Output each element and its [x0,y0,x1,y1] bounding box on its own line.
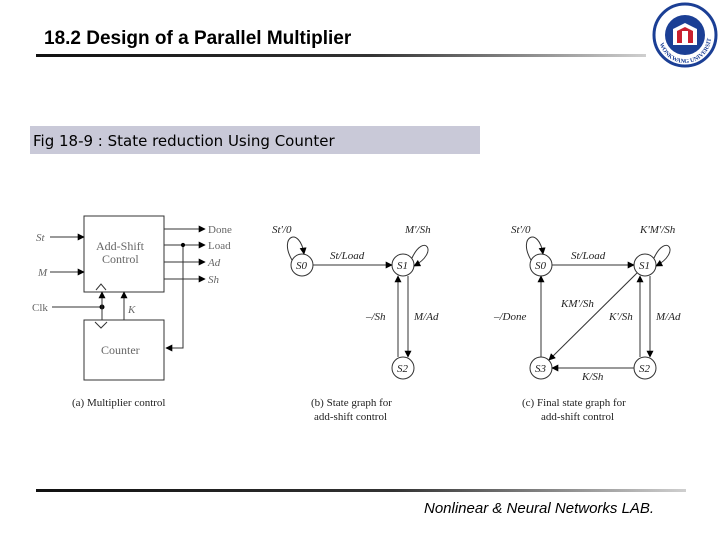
done-label: Done [208,224,232,236]
c-s2-s3-label: K/Sh [581,371,604,383]
b-s0-s1-label: St/Load [330,250,365,262]
footer-lab-name: Nonlinear & Neural Networks LAB. [424,500,655,517]
b-s1-s2-label: M/Ad [413,311,439,323]
b-self-loop-s1 [411,245,429,267]
sh-label: Sh [208,274,220,286]
footer-divider [36,489,686,492]
feedback-to-counter [165,245,184,352]
panel-c-final-state-graph [525,236,671,380]
b-state-s2 [391,356,415,380]
counter-clock-triangle [94,321,108,329]
title-divider [36,54,646,57]
ad-label: Ad [207,257,221,269]
c-s1-label: S1 [639,260,650,272]
control-clock-triangle [95,283,107,291]
c-self-s0-label: St'/0 [511,224,531,236]
c-s1-s2-label: M/Ad [655,311,681,323]
b-s0-label: S0 [296,260,308,272]
panel-b-state-graph [286,236,429,380]
b-self-s0-label: St'/0 [272,224,292,236]
figure-caption: Fig 18-9 : State reduction Using Counter [30,126,480,154]
panel-a-labels: Add-Shift Control Counter St M Clk K Don… [32,224,232,409]
counter-label: Counter [101,343,140,357]
b-self-s1-label: M'/Sh [404,224,431,236]
b-caption-1: (b) State graph for [311,397,392,409]
panel-b-labels: S0 S1 S2 St'/0 M'/Sh St/Load –/Sh M/Ad (… [272,224,439,423]
clk-label: Clk [32,302,48,314]
b-caption-2: add-shift control [314,411,387,423]
c-caption-1: (c) Final state graph for [522,397,626,409]
c-s1-s3-label: KM'/Sh [560,298,594,310]
c-s3-s0-label: –/Done [493,311,527,323]
b-s2-s1-label: –/Sh [365,311,386,323]
add-shift-label-1: Add-Shift [96,239,145,253]
m-label: M [37,267,48,279]
add-shift-label-2: Control [102,252,139,266]
slide-title: 18.2 Design of a Parallel Multiplier [44,28,352,49]
panel-c-labels: S0 S1 S2 S3 St'/0 K'M'/Sh St/Load KM'/Sh… [493,224,681,423]
c-s2-label: S2 [639,363,651,375]
c-s2-s1-label: K'/Sh [608,311,633,323]
st-label: St [36,232,46,244]
c-self-loop-s0 [525,236,546,261]
c-s3-label: S3 [535,363,547,375]
panel-a-caption: (a) Multiplier control [72,397,165,409]
university-logo: WONKWANG UNIVERSITY [651,1,718,68]
c-s0-s1-label: St/Load [571,250,606,262]
b-self-loop-s0 [286,236,307,261]
panel-a-multiplier-control [50,215,206,381]
b-s1-label: S1 [397,260,408,272]
add-shift-control-block [83,215,165,293]
c-self-s1-label: K'M'/Sh [639,224,676,236]
load-label: Load [208,240,231,252]
c-arc-s1-s3 [548,272,638,361]
b-s2-label: S2 [397,363,409,375]
c-s0-label: S0 [535,260,547,272]
c-self-loop-s1 [653,245,671,267]
k-label: K [127,304,136,316]
c-caption-2: add-shift control [541,411,614,423]
